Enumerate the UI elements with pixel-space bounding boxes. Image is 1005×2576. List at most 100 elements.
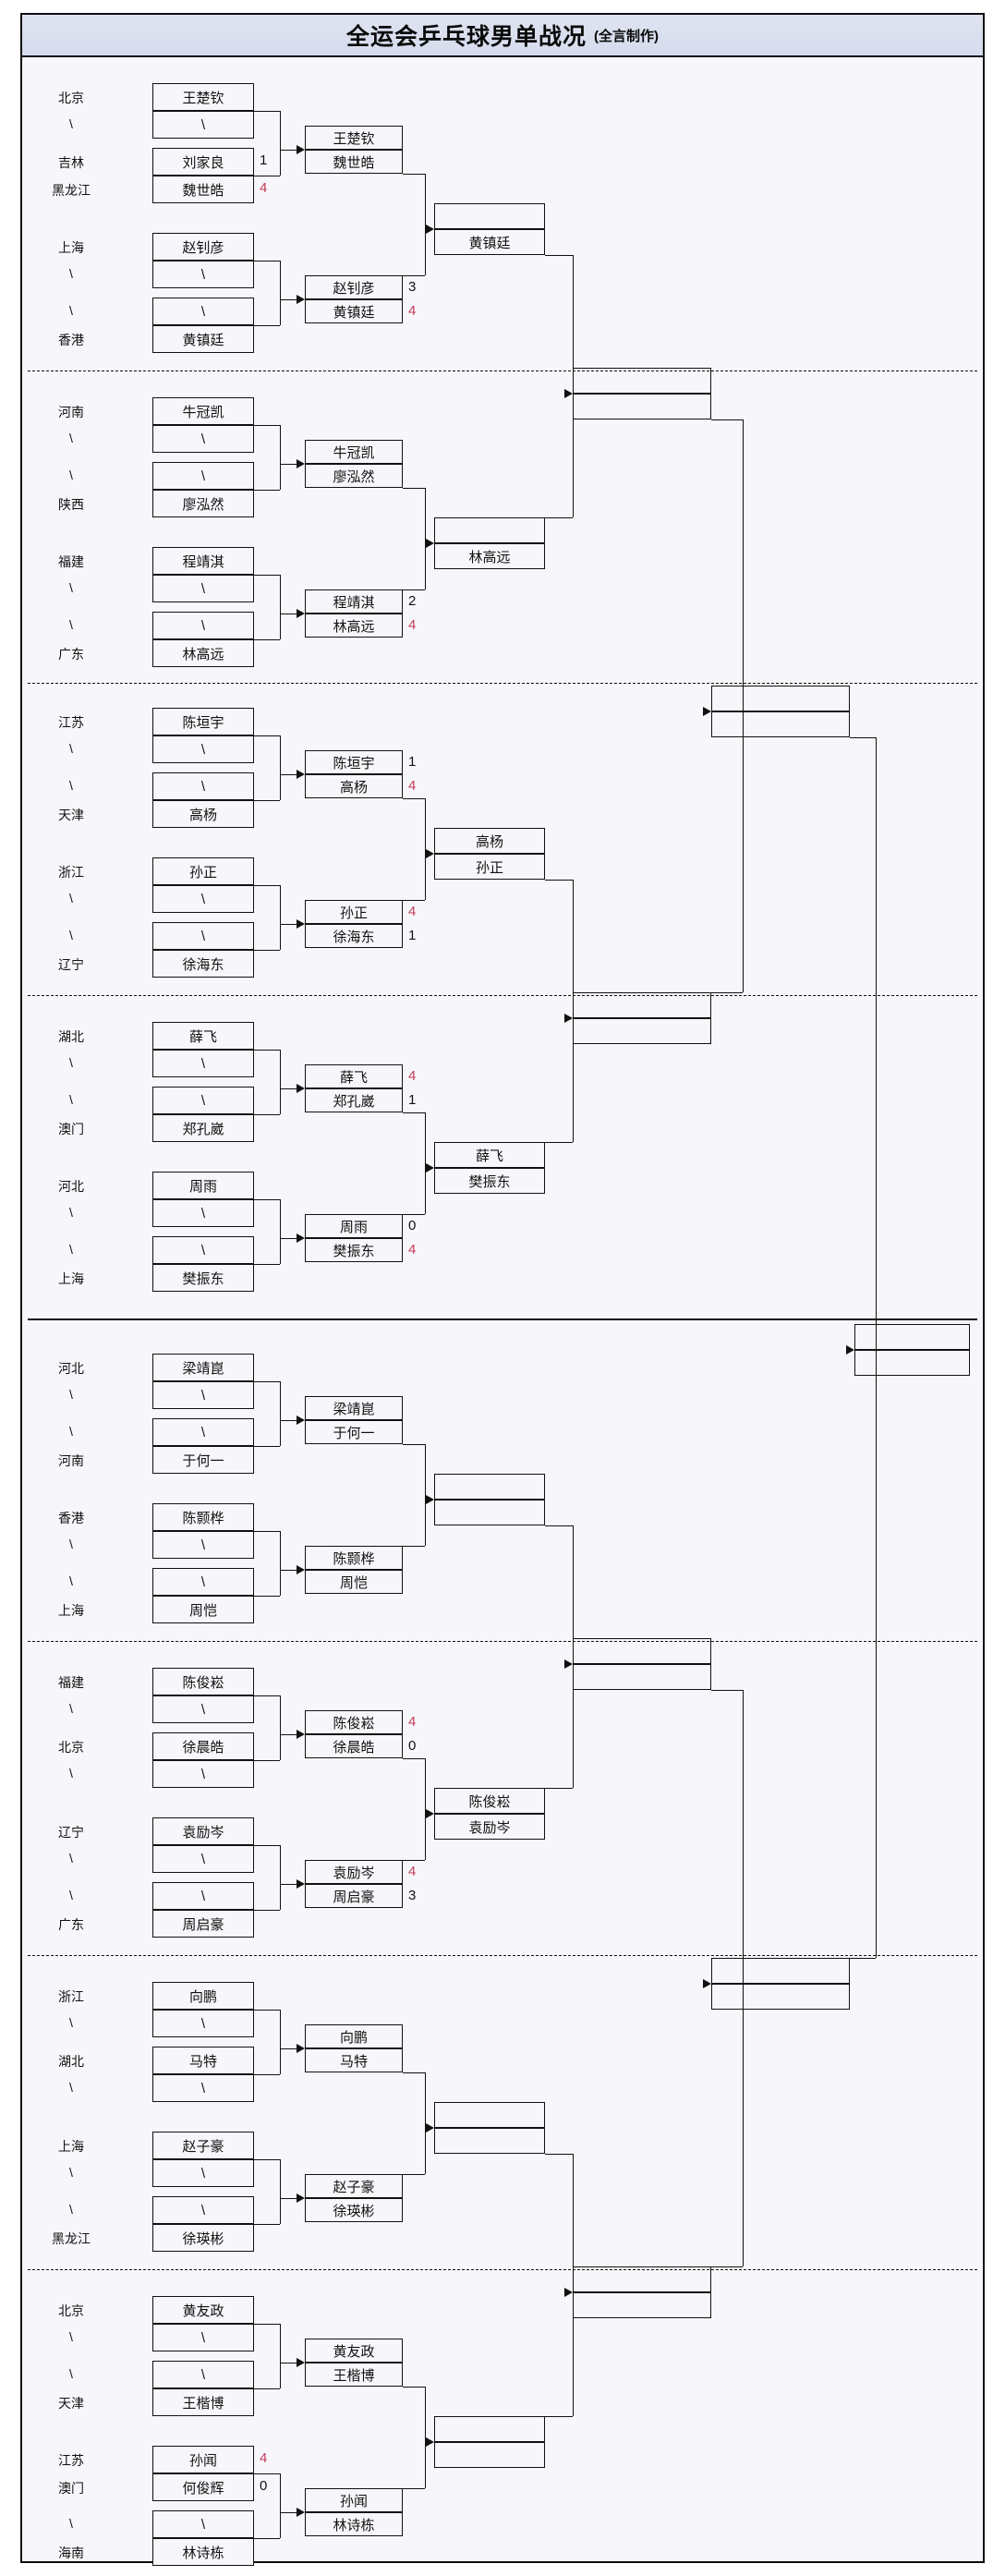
round2-slot[interactable]: 郑孔崴: [305, 1088, 403, 1112]
round1-slot[interactable]: 梁靖崑: [152, 1354, 254, 1381]
round1-slot[interactable]: \: [152, 1845, 254, 1873]
round1-slot[interactable]: 薛飞: [152, 1022, 254, 1050]
round1-slot[interactable]: 黄友政: [152, 2296, 254, 2324]
round3-slot[interactable]: 陈俊崧: [434, 1788, 545, 1814]
round1-slot[interactable]: 林诗栋: [152, 2538, 254, 2566]
round2-slot[interactable]: 王楚钦: [305, 126, 403, 150]
quarterfinal-slot[interactable]: [573, 368, 711, 394]
round2-slot[interactable]: 梁靖崑: [305, 1396, 403, 1420]
semifinal-slot[interactable]: [711, 1984, 850, 2010]
round3-slot[interactable]: 樊振东: [434, 1168, 545, 1194]
semifinal-slot[interactable]: [711, 686, 850, 711]
round1-slot[interactable]: 向鹏: [152, 1982, 254, 2010]
round3-slot[interactable]: 袁励岑: [434, 1814, 545, 1840]
round1-slot[interactable]: 马特: [152, 2047, 254, 2074]
round1-slot[interactable]: 高杨: [152, 800, 254, 828]
round1-slot[interactable]: 牛冠凯: [152, 397, 254, 425]
round3-slot[interactable]: 林高远: [434, 543, 545, 569]
round3-slot[interactable]: [434, 2128, 545, 2154]
round2-slot[interactable]: 廖泓然: [305, 464, 403, 488]
round1-slot[interactable]: 周雨: [152, 1172, 254, 1199]
round3-slot[interactable]: 薛飞: [434, 1142, 545, 1168]
round1-slot[interactable]: 林高远: [152, 639, 254, 667]
round2-slot[interactable]: 赵钊彦: [305, 275, 403, 299]
round1-slot[interactable]: \: [152, 1236, 254, 1264]
round1-slot[interactable]: \: [152, 1568, 254, 1596]
round1-slot[interactable]: 何俊辉: [152, 2473, 254, 2501]
round2-slot[interactable]: 赵子豪: [305, 2174, 403, 2198]
round1-slot[interactable]: \: [152, 922, 254, 950]
round1-slot[interactable]: 王楚钦: [152, 83, 254, 111]
round1-slot[interactable]: \: [152, 462, 254, 490]
round1-slot[interactable]: 徐海东: [152, 950, 254, 978]
round2-slot[interactable]: 牛冠凯: [305, 440, 403, 464]
round1-slot[interactable]: \: [152, 772, 254, 800]
round1-slot[interactable]: \: [152, 261, 254, 288]
round2-slot[interactable]: 袁励岑: [305, 1860, 403, 1884]
round2-slot[interactable]: 王楷博: [305, 2363, 403, 2387]
round1-slot[interactable]: 陈俊崧: [152, 1668, 254, 1695]
round2-slot[interactable]: 陈颢桦: [305, 1546, 403, 1570]
round1-slot[interactable]: \: [152, 2010, 254, 2037]
round1-slot[interactable]: \: [152, 1531, 254, 1559]
round1-slot[interactable]: 程靖淇: [152, 547, 254, 575]
round2-slot[interactable]: 徐瑛彬: [305, 2198, 403, 2222]
round1-slot[interactable]: \: [152, 2510, 254, 2538]
round3-slot[interactable]: [434, 2416, 545, 2442]
round1-slot[interactable]: \: [152, 735, 254, 763]
round2-slot[interactable]: 周雨: [305, 1214, 403, 1238]
round3-slot[interactable]: [434, 1500, 545, 1525]
round1-slot[interactable]: \: [152, 2074, 254, 2102]
round1-slot[interactable]: 孙闻: [152, 2446, 254, 2473]
round2-slot[interactable]: 薛飞: [305, 1064, 403, 1088]
round1-slot[interactable]: \: [152, 612, 254, 639]
round2-slot[interactable]: 周启豪: [305, 1884, 403, 1908]
round3-slot[interactable]: 黄镇廷: [434, 229, 545, 255]
round2-slot[interactable]: 孙正: [305, 900, 403, 924]
round1-slot[interactable]: \: [152, 1695, 254, 1723]
round1-slot[interactable]: 王楷博: [152, 2388, 254, 2416]
round1-slot[interactable]: 徐晨皓: [152, 1732, 254, 1760]
round2-slot[interactable]: 黄镇廷: [305, 299, 403, 323]
round1-slot[interactable]: 黄镇廷: [152, 325, 254, 353]
round1-slot[interactable]: \: [152, 111, 254, 139]
round1-slot[interactable]: \: [152, 2196, 254, 2224]
round2-slot[interactable]: 于何一: [305, 1420, 403, 1444]
quarterfinal-slot[interactable]: [573, 1018, 711, 1044]
round3-slot[interactable]: [434, 517, 545, 543]
round3-slot[interactable]: 高杨: [434, 828, 545, 854]
round1-slot[interactable]: 周恺: [152, 1596, 254, 1623]
round2-slot[interactable]: 徐晨皓: [305, 1734, 403, 1758]
round2-slot[interactable]: 高杨: [305, 774, 403, 798]
round1-slot[interactable]: \: [152, 1418, 254, 1446]
round3-slot[interactable]: [434, 2102, 545, 2128]
round2-slot[interactable]: 程靖淇: [305, 589, 403, 614]
round1-slot[interactable]: 陈垣宇: [152, 708, 254, 735]
round1-slot[interactable]: 郑孔崴: [152, 1114, 254, 1142]
round1-slot[interactable]: 刘家良: [152, 148, 254, 176]
round1-slot[interactable]: 周启豪: [152, 1910, 254, 1938]
round1-slot[interactable]: \: [152, 2159, 254, 2187]
round2-slot[interactable]: 林高远: [305, 614, 403, 638]
round1-slot[interactable]: \: [152, 298, 254, 325]
round2-slot[interactable]: 向鹏: [305, 2024, 403, 2048]
round2-slot[interactable]: 陈俊崧: [305, 1710, 403, 1734]
round1-slot[interactable]: 魏世皓: [152, 176, 254, 203]
round1-slot[interactable]: 赵子豪: [152, 2132, 254, 2159]
quarterfinal-slot[interactable]: [573, 2266, 711, 2292]
quarterfinal-slot[interactable]: [573, 2292, 711, 2318]
round3-slot[interactable]: [434, 2442, 545, 2468]
round1-slot[interactable]: 袁励岑: [152, 1817, 254, 1845]
final-slot[interactable]: [854, 1324, 970, 1350]
quarterfinal-slot[interactable]: [573, 992, 711, 1018]
quarterfinal-slot[interactable]: [573, 1664, 711, 1690]
round2-slot[interactable]: 林诗栋: [305, 2512, 403, 2536]
round3-slot[interactable]: 孙正: [434, 854, 545, 880]
round1-slot[interactable]: \: [152, 2361, 254, 2388]
round1-slot[interactable]: 赵钊彦: [152, 233, 254, 261]
round1-slot[interactable]: \: [152, 2324, 254, 2351]
round1-slot[interactable]: \: [152, 575, 254, 602]
semifinal-slot[interactable]: [711, 1958, 850, 1984]
round2-slot[interactable]: 魏世皓: [305, 150, 403, 174]
quarterfinal-slot[interactable]: [573, 394, 711, 419]
